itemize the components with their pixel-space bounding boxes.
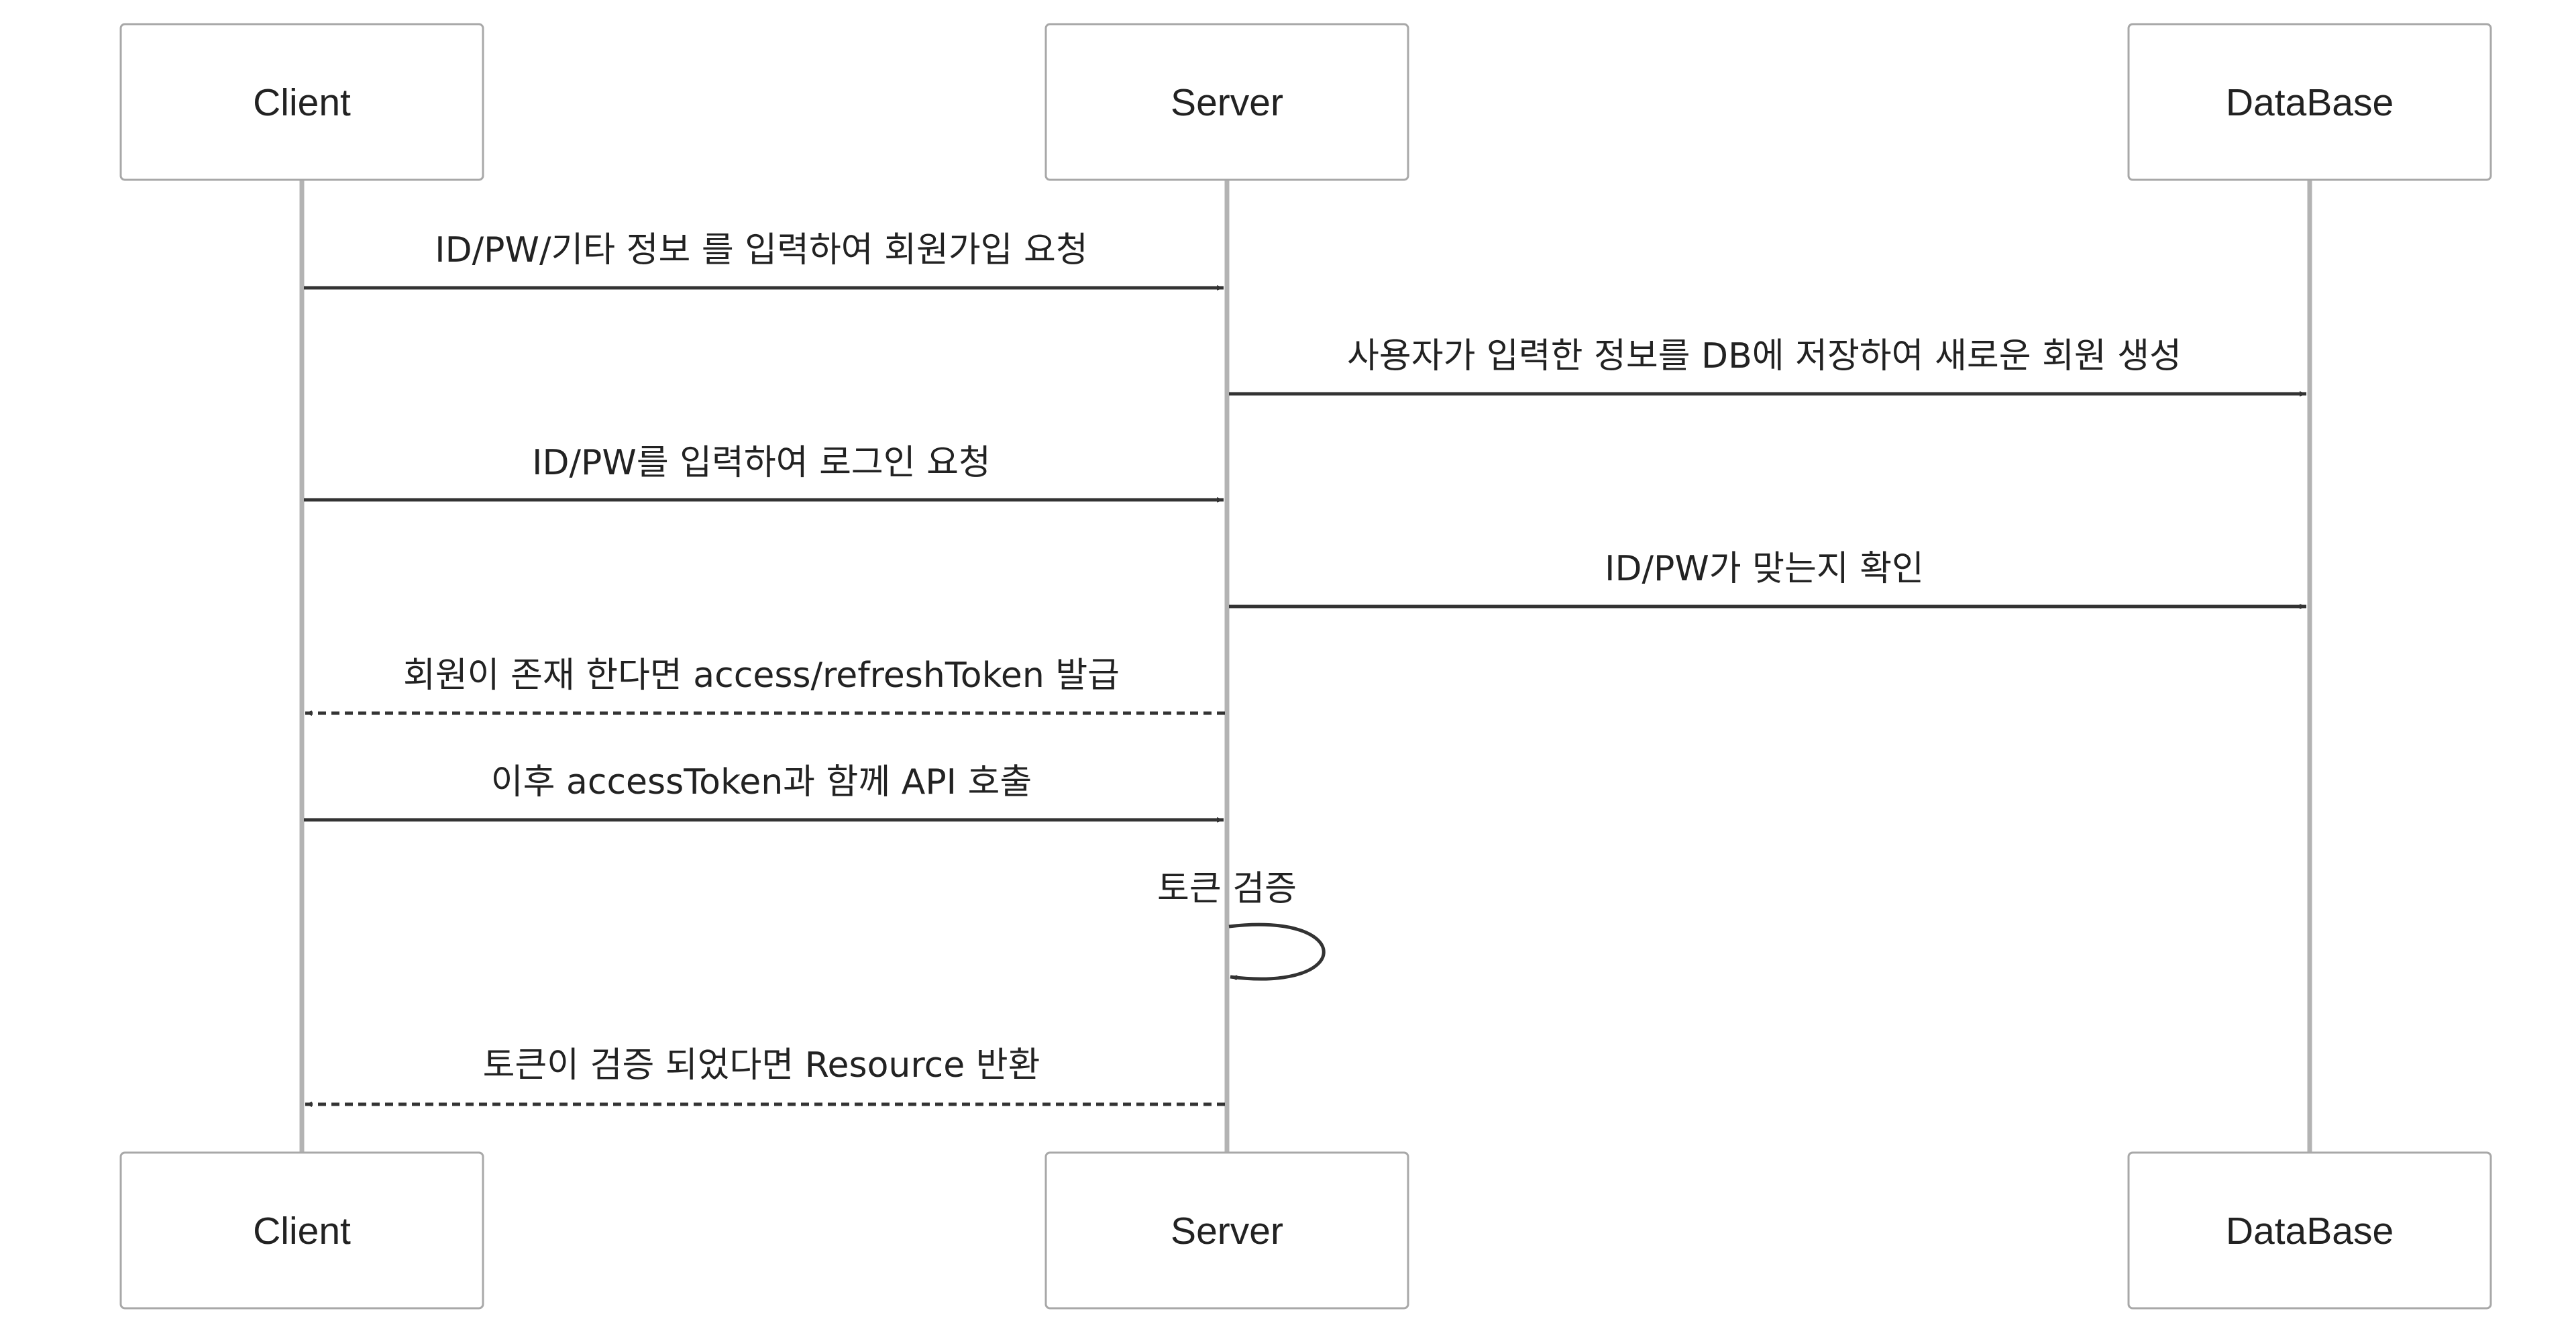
participant-box xyxy=(1044,23,1409,181)
participant-box xyxy=(2127,1151,2492,1310)
participant-label: Client xyxy=(253,1210,351,1253)
participant-label: DataBase xyxy=(2226,1210,2394,1253)
message-label: 토큰 검증 xyxy=(1157,869,1297,909)
lifelines xyxy=(299,180,2312,1153)
participant-label: Client xyxy=(253,81,351,124)
message-label: ID/PW가 맞는지 확인 xyxy=(1605,549,1924,589)
message-login-request: ID/PW를 입력하여 로그인 요청 xyxy=(304,443,1224,503)
participant-box xyxy=(1044,1151,1409,1310)
message-label: 이후 accessToken과 함께 API 호출 xyxy=(491,762,1032,802)
message-label: 사용자가 입력한 정보를 DB에 저장하여 새로운 회원 생성 xyxy=(1347,336,2182,376)
participants-bottom: Client Server DataBase xyxy=(119,1151,2492,1310)
self-loop-arrow xyxy=(1228,922,1326,981)
message-verify-credentials: ID/PW가 맞는지 확인 xyxy=(1229,549,2306,609)
message-token-validation: 토큰 검증 xyxy=(1157,869,1326,981)
message-issue-tokens: 회원이 존재 한다면 access/refreshToken 발급 xyxy=(305,655,1225,716)
message-label: 회원이 존재 한다면 access/refreshToken 발급 xyxy=(403,655,1120,696)
participant-label: Server xyxy=(1171,1210,1283,1253)
participant-box xyxy=(119,23,484,181)
participant-label: DataBase xyxy=(2226,81,2394,124)
message-label: ID/PW/기타 정보 를 입력하여 회원가입 요청 xyxy=(435,230,1087,270)
participant-database-top: DataBase xyxy=(2127,23,2492,181)
participants-top: Client Server DataBase xyxy=(119,23,2492,181)
participant-database-bottom: DataBase xyxy=(2127,1151,2492,1310)
participant-server-bottom: Server xyxy=(1044,1151,1409,1310)
messages: ID/PW/기타 정보 를 입력하여 회원가입 요청 사용자가 입력한 정보를 … xyxy=(304,230,2306,1107)
participant-box xyxy=(2127,23,2492,181)
participant-client-bottom: Client xyxy=(119,1151,484,1310)
message-api-call: 이후 accessToken과 함께 API 호출 xyxy=(304,762,1224,823)
message-create-member: 사용자가 입력한 정보를 DB에 저장하여 새로운 회원 생성 xyxy=(1229,336,2306,397)
message-return-resource: 토큰이 검증 되었다면 Resource 반환 xyxy=(305,1045,1225,1107)
participant-label: Server xyxy=(1171,81,1283,124)
participant-box xyxy=(119,1151,484,1310)
message-label: ID/PW를 입력하여 로그인 요청 xyxy=(532,443,991,483)
participant-server-top: Server xyxy=(1044,23,1409,181)
message-signup-request: ID/PW/기타 정보 를 입력하여 회원가입 요청 xyxy=(304,230,1224,290)
message-label: 토큰이 검증 되었다면 Resource 반환 xyxy=(483,1045,1040,1086)
participant-client-top: Client xyxy=(119,23,484,181)
